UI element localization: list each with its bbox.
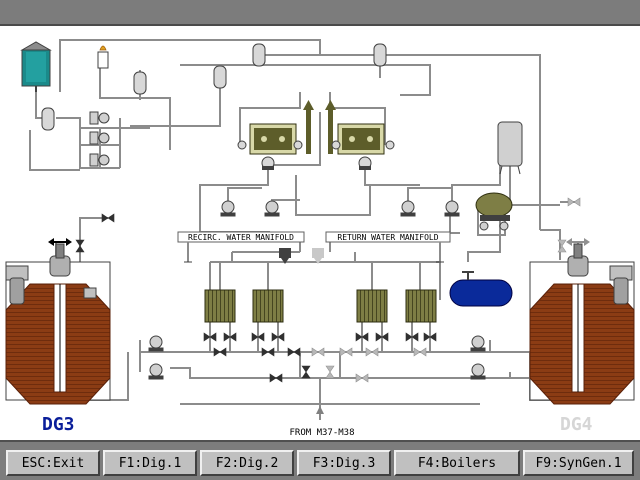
generator-dg3 xyxy=(5,238,111,405)
inlet-arrow-icon xyxy=(316,406,324,414)
dg3-label: DG3 xyxy=(42,414,75,435)
receiver-tank-icon xyxy=(41,43,387,131)
f1-dig1-button[interactable]: F1:Dig.1 xyxy=(103,450,197,476)
esc-exit-button[interactable]: ESC:Exit xyxy=(6,450,100,476)
engine-unit-right xyxy=(325,100,395,170)
storage-tank-icon xyxy=(449,271,513,307)
f2-dig2-button[interactable]: F2:Dig.2 xyxy=(200,450,294,476)
recirc-manifold-label: RECIRC. WATER MANIFOLD xyxy=(188,233,294,242)
f3-dig3-button[interactable]: F3:Dig.3 xyxy=(297,450,391,476)
pump-icon xyxy=(89,111,110,167)
return-manifold: RETURN WATER MANIFOLD xyxy=(325,231,451,263)
f9-syngen1-button[interactable]: F9:SynGen.1 xyxy=(523,450,634,476)
expansion-tank-icon xyxy=(475,192,513,231)
generator-dg4 xyxy=(529,238,635,405)
process-diagram: RECIRC. WATER MANIFOLD RETURN WATER MANI… xyxy=(5,39,635,438)
valve-icon xyxy=(75,213,437,383)
dg4-label: DG4 xyxy=(560,414,593,435)
engine-unit-left xyxy=(237,100,314,170)
heat-exchanger-icon xyxy=(204,289,437,323)
pressure-vessel-icon xyxy=(497,121,523,175)
flame-icon xyxy=(97,45,109,69)
piping xyxy=(29,39,580,420)
water-tank-icon xyxy=(20,41,52,92)
inlet-label: FROM M37-M38 xyxy=(289,428,354,438)
return-manifold-label: RETURN WATER MANIFOLD xyxy=(337,233,438,242)
circulation-pump-icon xyxy=(148,200,486,380)
function-key-bar: ESC:Exit F1:Dig.1 F2:Dig.2 F3:Dig.3 F4:B… xyxy=(0,440,640,480)
recirc-manifold: RECIRC. WATER MANIFOLD xyxy=(177,231,305,263)
f4-boilers-button[interactable]: F4:Boilers xyxy=(394,450,520,476)
three-way-valve-icon xyxy=(279,248,324,264)
title-bar xyxy=(0,0,640,26)
